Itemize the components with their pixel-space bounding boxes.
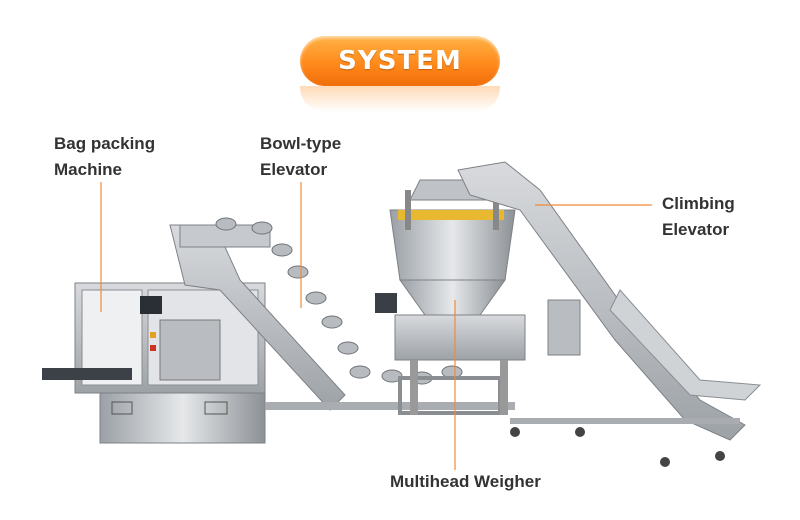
climbing-elevator <box>457 161 762 467</box>
bowl-type-elevator <box>169 217 515 411</box>
title-reflection <box>300 86 500 112</box>
label-bowl-type-elevator: Bowl-type Elevator <box>260 131 341 183</box>
system-title: SYSTEM <box>338 46 462 76</box>
label-climbing-elevator-line1: Climbing <box>662 194 735 213</box>
multihead-weigher <box>375 179 526 415</box>
label-bowl-elevator-line1: Bowl-type <box>260 134 342 153</box>
label-bowl-elevator-line2: Elevator <box>260 160 328 179</box>
system-title-badge: SYSTEM <box>300 36 500 86</box>
label-climbing-elevator-line2: Elevator <box>662 220 730 239</box>
label-climbing-elevator: Climbing Elevator <box>662 191 735 243</box>
bag-packing-machine <box>42 282 266 444</box>
label-bag-packing-machine: Bag packing Machine <box>54 131 155 183</box>
label-bag-packing-line2: Machine <box>54 160 123 179</box>
label-multihead-weigher: Multihead Weigher <box>390 469 541 495</box>
label-bag-packing-line1: Bag packing <box>54 134 156 153</box>
label-multihead-weigher-line1: Multihead Weigher <box>390 472 541 491</box>
